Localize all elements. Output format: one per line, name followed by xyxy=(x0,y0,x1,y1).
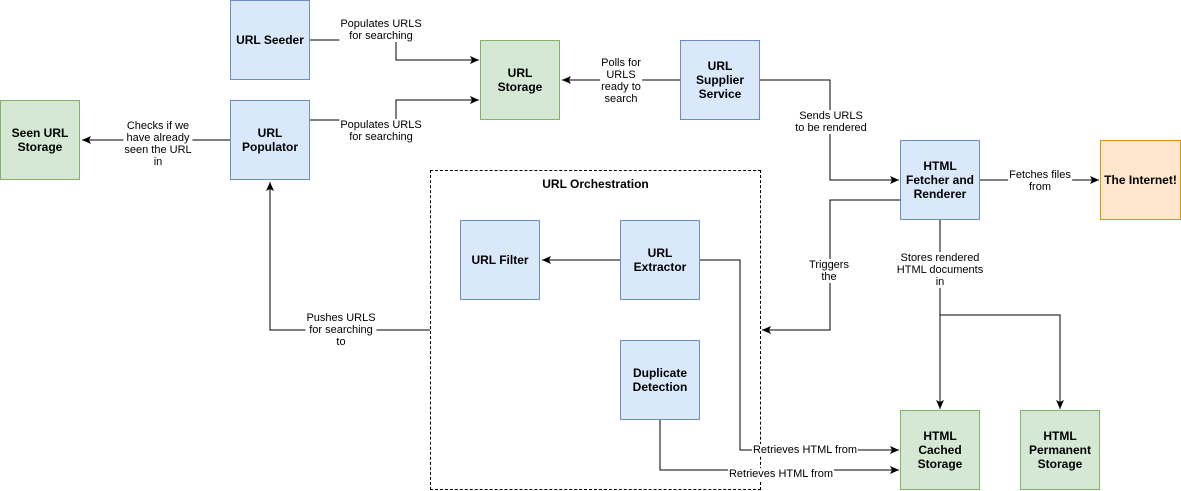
edge-label-pushes-urls: Pushes URLS for searching to xyxy=(305,312,377,348)
edge-label-populator-populates: Populates URLS for searching xyxy=(339,119,423,143)
url-orchestration-title: URL Orchestration xyxy=(542,177,649,191)
url-seeder-node[interactable]: URL Seeder xyxy=(230,0,310,80)
edge-label-stores-rendered: Stores rendered HTML documents in xyxy=(895,252,985,288)
edge-label-seeder-populates: Populates URLS for searching xyxy=(339,18,423,42)
edge-label-supplier-polls: Polls for URLS ready to search xyxy=(600,57,642,105)
url-supplier-service-node[interactable]: URL Supplier Service xyxy=(680,40,760,120)
edge-label-duplicate-retrieves: Retrieves HTML from xyxy=(727,468,835,480)
edge-label-extractor-retrieves: Retrieves HTML from xyxy=(751,444,859,456)
the-internet-node[interactable]: The Internet! xyxy=(1100,140,1181,220)
edge-label-populator-checks: Checks if we have already seen the URL i… xyxy=(123,120,193,168)
html-fetcher-renderer-node[interactable]: HTML Fetcher and Renderer xyxy=(900,140,980,220)
url-populator-node[interactable]: URL Populator xyxy=(230,100,310,180)
edge-seeder-to-storage xyxy=(310,39,479,64)
edge-label-triggers: Triggers the xyxy=(808,259,850,283)
edge-populator-to-storage xyxy=(310,96,479,121)
edge-fetcher-to-permanent xyxy=(940,314,1064,409)
url-extractor-node[interactable]: URL Extractor xyxy=(620,220,700,300)
html-cached-storage-node[interactable]: HTML Cached Storage xyxy=(900,410,980,490)
edge-label-sends-urls: Sends URLS to be rendered xyxy=(794,110,868,134)
duplicate-detection-node[interactable]: Duplicate Detection xyxy=(620,340,700,420)
edge-orchestration-to-populator xyxy=(266,182,430,331)
url-storage-node[interactable]: URL Storage xyxy=(480,40,560,120)
edge-label-fetches-files: Fetches files from xyxy=(1008,169,1072,193)
seen-url-storage-node[interactable]: Seen URL Storage xyxy=(0,100,80,180)
url-filter-node[interactable]: URL Filter xyxy=(460,220,540,300)
url-orchestration-group[interactable] xyxy=(430,170,761,490)
html-permanent-storage-node[interactable]: HTML Permanent Storage xyxy=(1020,410,1100,490)
